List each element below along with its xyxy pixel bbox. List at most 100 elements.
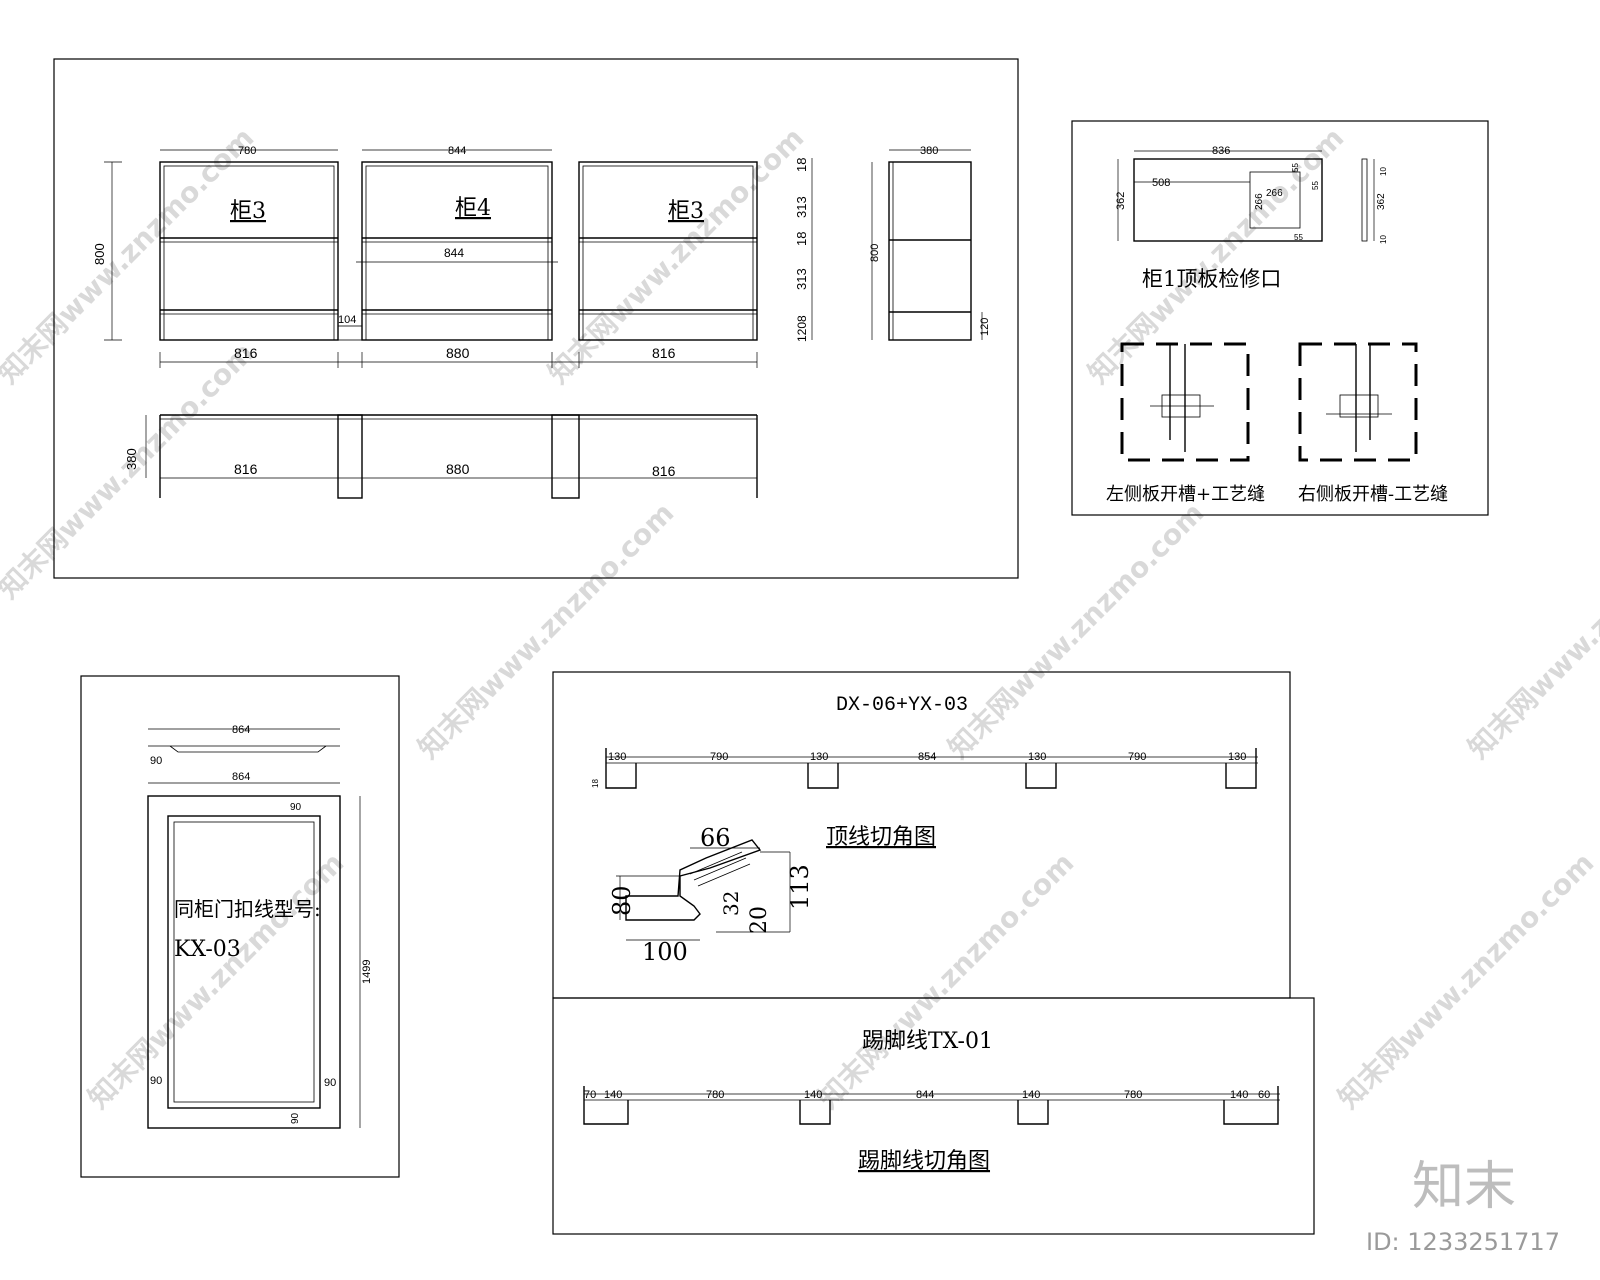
strip-block xyxy=(1225,748,1257,789)
top-width-mid: 844 xyxy=(448,145,466,157)
offset-dim: 508 xyxy=(1152,177,1170,189)
seg-140-2: 140 xyxy=(804,1089,822,1101)
right-caption: 右侧板开槽-工艺缝 xyxy=(1298,484,1448,505)
side-view-outline xyxy=(888,161,972,341)
seg-130-3: 130 xyxy=(1028,751,1046,763)
bottom-width-left: 816 xyxy=(234,345,258,361)
brand-logo: 知末 xyxy=(1412,1157,1516,1217)
sec-66: 66 xyxy=(700,824,731,852)
watermark-text: 知末网www.znzmo.com xyxy=(1332,846,1600,1115)
panel-frame xyxy=(1071,120,1489,516)
seg-790-1: 790 xyxy=(710,751,728,763)
cabinet-mid-label: 柜4 xyxy=(455,196,491,221)
seg-780-2: 780 xyxy=(1124,1089,1142,1101)
strip-block xyxy=(799,1100,831,1125)
side-plinth: 120 xyxy=(979,318,991,336)
door-moulding xyxy=(167,815,321,1109)
plan-post xyxy=(551,414,580,499)
hatch xyxy=(689,851,751,887)
bottom-width-right: 816 xyxy=(652,345,676,361)
brand-id: ID: 1233251717 xyxy=(1366,1228,1560,1256)
seg-780-1: 780 xyxy=(706,1089,724,1101)
panel-door-frame: 864 90 864 90 90 90 90 1499 同柜门扣线型号: KX-… xyxy=(80,675,400,1178)
door-note-line2: KX-03 xyxy=(174,937,241,962)
watermark-text: 知末网www.znzmo.com xyxy=(1462,496,1600,765)
height-left: 800 xyxy=(92,243,107,265)
shelf-width-mid: 844 xyxy=(444,246,464,260)
seg-140-1: 140 xyxy=(604,1089,622,1101)
hole-height: 266 xyxy=(1254,193,1265,210)
plan-width-mid: 880 xyxy=(446,461,470,477)
top-width-left: 780 xyxy=(238,145,256,157)
watermark-text: 知末网www.znzmo.com xyxy=(942,496,1211,765)
frame-width: 864 xyxy=(232,771,250,783)
top-height: 90 xyxy=(150,755,162,767)
seg-60: 60 xyxy=(1258,1089,1270,1101)
left-caption: 左侧板开槽+工艺缝 xyxy=(1106,484,1265,505)
cabinet-left-inner xyxy=(163,165,335,341)
plan-post xyxy=(337,414,363,499)
border-left: 90 xyxy=(150,1075,162,1087)
detail-frame-right xyxy=(1298,342,1418,462)
board-width: 836 xyxy=(1212,145,1230,157)
seg-130-4: 130 xyxy=(1228,751,1246,763)
seg-70: 70 xyxy=(584,1089,596,1101)
border-right: 90 xyxy=(324,1077,336,1089)
cabinet-mid-inner xyxy=(365,165,549,341)
cabinet-right-inner xyxy=(582,165,754,341)
watermark-text: 知末网www.znzmo.com xyxy=(82,846,351,1115)
moulding-title: DX-06+YX-03 xyxy=(836,694,968,717)
strip-block xyxy=(1017,1100,1049,1125)
sec-100: 100 xyxy=(642,938,688,966)
small-dim-c: 55 xyxy=(1294,233,1303,242)
detail-groove xyxy=(1339,394,1379,418)
panel-cabinet-elevation: 柜3 柜4 844 柜3 780 844 800 104 xyxy=(53,58,1019,579)
seg-854: 854 xyxy=(918,751,936,763)
right-dim-18-top: 18 xyxy=(794,158,809,172)
seg-130-1: 130 xyxy=(608,751,626,763)
section-title: 顶线切角图 xyxy=(826,825,936,850)
seg-844: 844 xyxy=(916,1089,934,1101)
access-title: 柜1顶板检修口 xyxy=(1142,267,1281,291)
top-profile xyxy=(148,745,340,753)
skirting-section-title: 踢脚线切角图 xyxy=(858,1149,990,1174)
side-depth: 380 xyxy=(920,145,938,157)
door-note-line1: 同柜门扣线型号: xyxy=(174,897,321,921)
border-top: 90 xyxy=(290,802,302,813)
board-depth: 362 xyxy=(1115,192,1127,210)
side-small-bot: 10 xyxy=(1379,235,1388,244)
sec-80: 80 xyxy=(608,885,636,916)
panel-frame xyxy=(552,997,1315,1235)
plan-width-right: 816 xyxy=(652,463,676,479)
strip-block xyxy=(1223,1086,1279,1125)
hole-width: 266 xyxy=(1266,188,1283,199)
panel-frame xyxy=(53,58,1019,579)
panel-frame xyxy=(80,675,400,1178)
side-depth: 362 xyxy=(1376,193,1387,210)
seg-140-3: 140 xyxy=(1022,1089,1040,1101)
gap-label: 104 xyxy=(338,314,356,326)
bottom-width-mid: 880 xyxy=(446,345,470,361)
strip-block xyxy=(583,1086,629,1125)
side-section xyxy=(1361,158,1368,242)
right-dim-18-mid: 18 xyxy=(794,232,809,246)
sec-113: 113 xyxy=(786,864,814,910)
cabinet-left-label: 柜3 xyxy=(230,199,266,224)
sec-32: 32 xyxy=(719,891,743,916)
strip-block xyxy=(605,748,637,789)
watermark-text: 知末网www.znzmo.com xyxy=(812,846,1081,1115)
side-small-top: 10 xyxy=(1379,167,1388,176)
panel-access-hole: 836 508 266 266 55 55 55 362 362 10 10 柜… xyxy=(1071,120,1489,516)
seg-790-2: 790 xyxy=(1128,751,1146,763)
detail-frame-left xyxy=(1120,342,1250,462)
right-dim-313-bot: 313 xyxy=(794,268,809,290)
panel-skirting: 踢脚线TX-01 70 140 780 140 844 140 780 140 … xyxy=(552,997,1315,1235)
sec-20: 20 xyxy=(747,906,772,934)
top-board-outline xyxy=(1133,158,1323,242)
watermark-text: 知末网www.znzmo.com xyxy=(412,496,681,765)
plan-depth: 380 xyxy=(124,448,139,470)
frame-height: 1499 xyxy=(361,960,373,984)
small-dim-b: 55 xyxy=(1311,181,1320,190)
border-bottom: 90 xyxy=(290,1112,301,1124)
